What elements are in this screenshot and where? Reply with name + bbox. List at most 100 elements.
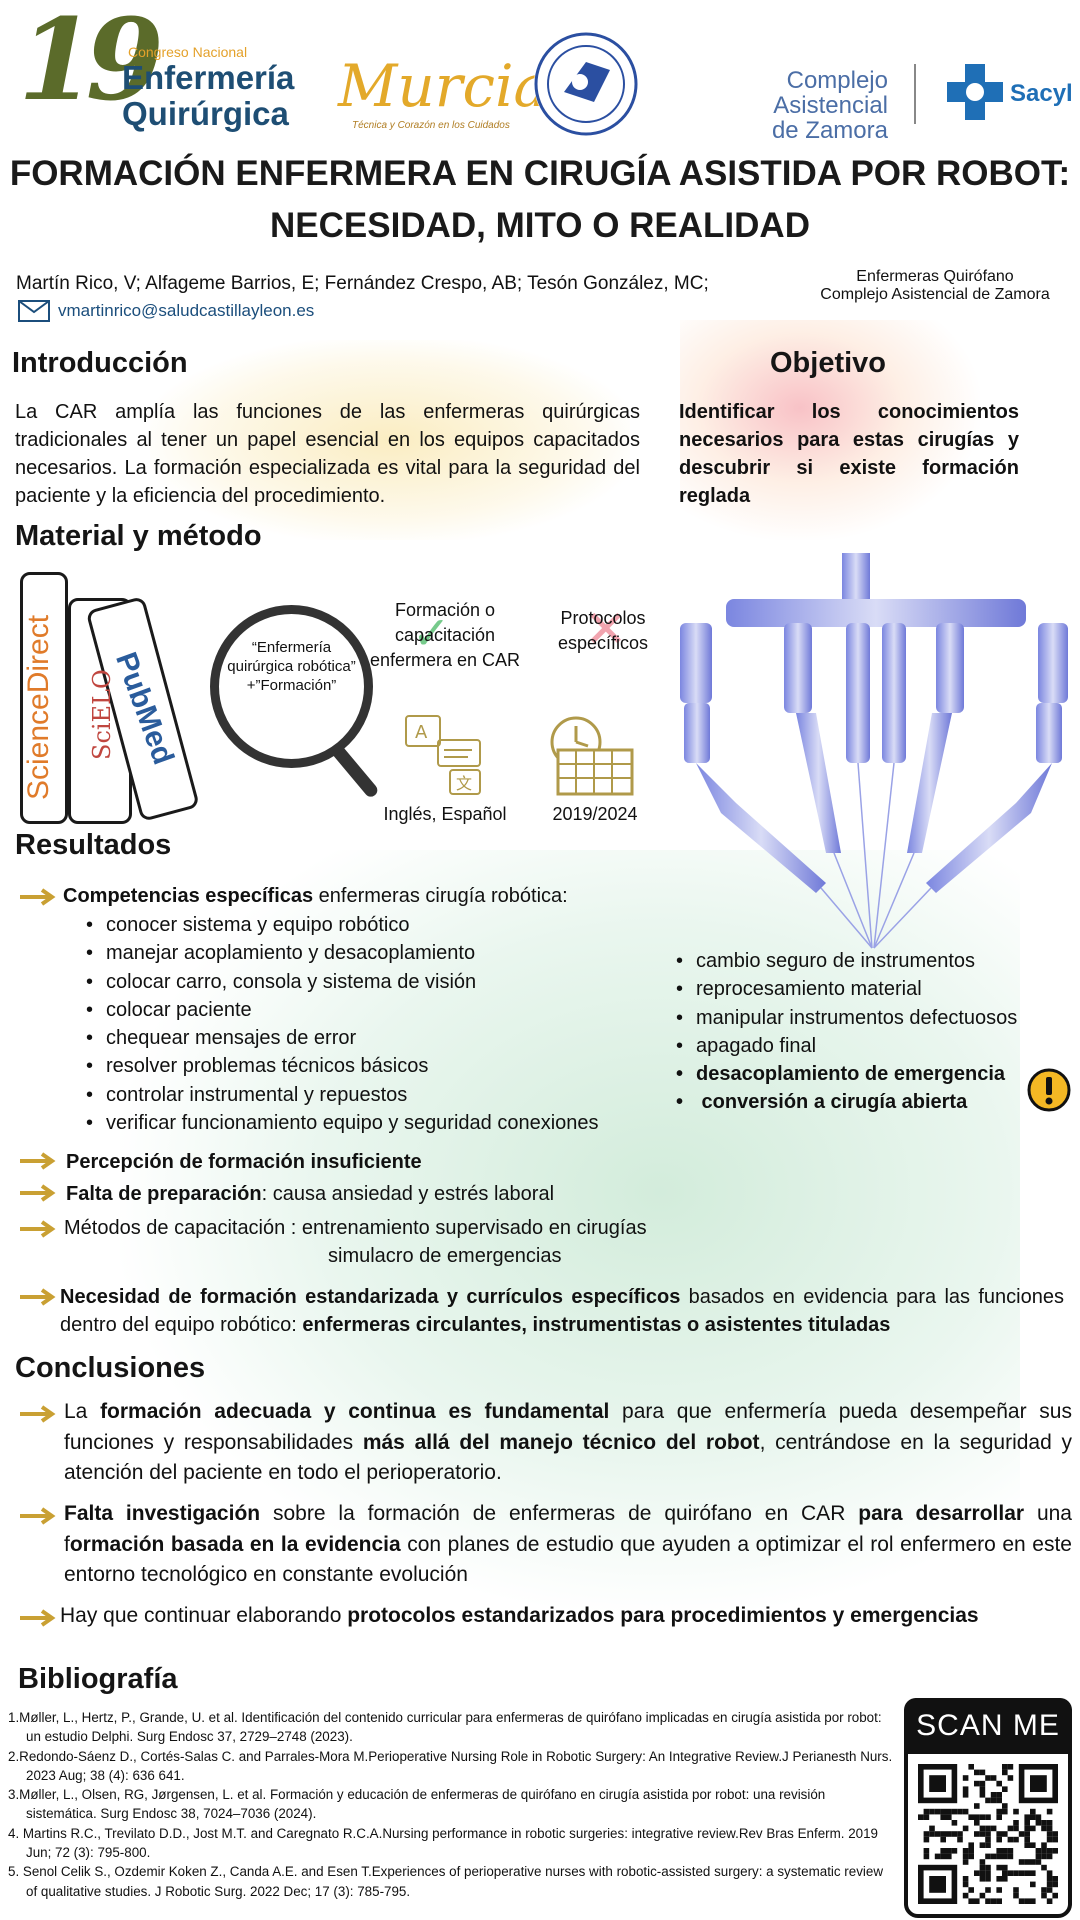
c3-a: Hay que continuar elaborando <box>60 1604 348 1627</box>
warning-icon <box>1027 1068 1071 1112</box>
c1-c: para que enfermería pueda desempeñar sus… <box>64 1400 1072 1454</box>
arrow-icon <box>20 1288 56 1306</box>
c2-a: Falta investigación <box>64 1502 261 1525</box>
c1-d: más allá del manejo técnico del robot <box>362 1430 760 1454</box>
methods-line1: Métodos de capacitación : entrenamiento … <box>64 1217 647 1239</box>
arrow-icon <box>20 1220 56 1238</box>
association-seal-logo <box>534 32 638 136</box>
lack-bold: Falta de preparación <box>66 1183 262 1205</box>
c1-a: La <box>64 1400 101 1423</box>
mail-icon <box>18 300 50 322</box>
competency-item: verificar funcionamiento equipo y seguri… <box>86 1109 686 1137</box>
bibliography-item: 1.Møller, L., Hertz, P., Grande, U. et a… <box>8 1710 882 1745</box>
calendar-icon <box>550 716 634 796</box>
qr-label: SCAN ME <box>904 1698 1072 1754</box>
standardization-need: Necesidad de formación estandarizada y c… <box>60 1283 1064 1339</box>
book-sciencedirect <box>20 572 68 824</box>
robot-illustration <box>680 553 1068 949</box>
congress-logo-line1: Enfermería <box>122 59 295 96</box>
conclusion-2: Falta investigación sobre la formación d… <box>64 1499 1072 1591</box>
c2-f: con planes de estudio que ayuden a optim… <box>64 1532 1072 1587</box>
competencies-line: Competencias específicas enfermeras ciru… <box>63 884 568 908</box>
arrow-icon <box>20 1405 56 1423</box>
competency-item: controlar instrumental y repuestos <box>86 1081 686 1109</box>
congress-logo-title: Enfermería Quirúrgica <box>122 60 294 132</box>
conclusion-3: Hay que continuar elaborando protocolos … <box>60 1601 1068 1632</box>
c2-d: una f <box>64 1502 1072 1556</box>
bibliography-heading: Bibliografía <box>18 1663 178 1695</box>
sacyl-cross-icon <box>947 64 1003 120</box>
need-bold1: Necesidad de formación estandarizada y c… <box>60 1286 681 1308</box>
inclusion-criteria: Formación o capacitación enfermera en CA… <box>369 600 521 670</box>
competency-item: cambio seguro de instrumentos <box>676 947 1076 975</box>
complejo-line1: Complejo Asistencial <box>773 67 888 119</box>
c3-b: protocolos estandarizados para procedimi… <box>347 1604 979 1627</box>
lack-line: Falta de preparación: causa ansiedad y e… <box>66 1182 554 1206</box>
intro-heading: Introducción <box>12 347 188 379</box>
critical-competency-item: desacoplamiento de emergencia <box>676 1060 1076 1088</box>
need-bold2: enfermeras circulantes, instrumentistas … <box>302 1314 891 1336</box>
title-line1: FORMACIÓN ENFERMERA EN CIRUGÍA ASISTIDA … <box>9 154 1071 193</box>
lack-rest: : causa ansiedad y estrés laboral <box>261 1183 555 1205</box>
watercolor-pink <box>680 320 980 540</box>
logo-divider <box>914 64 916 124</box>
cross-icon: ✕ <box>584 601 628 659</box>
c1-b: formación adecuada y continua es fundame… <box>100 1400 610 1423</box>
methods-line2: simulacro de emergencias <box>328 1245 562 1267</box>
intro-text: La CAR amplía las funciones de las enfer… <box>15 401 640 507</box>
congress-logo-line2: Quirúrgica <box>122 95 289 132</box>
objective-heading: Objetivo <box>770 347 887 379</box>
c2-e: ormación basada en la evidencia <box>69 1532 401 1556</box>
magnifier-icon <box>210 605 373 768</box>
competency-item: apagado final <box>676 1032 1076 1060</box>
poster-title: FORMACIÓN ENFERMERA EN CIRUGÍA ASISTIDA … <box>0 148 1080 252</box>
c2-c: para desarrollar <box>858 1502 1025 1525</box>
arrow-icon <box>20 1609 56 1627</box>
competencies-bold: Competencias específicas <box>63 885 314 907</box>
years: 2019/2024 <box>552 804 638 824</box>
need-rest1: basados en evidencia para las funciones … <box>60 1286 1064 1336</box>
svg-text:文: 文 <box>456 774 472 793</box>
congress-logo-number: 19 <box>18 0 164 126</box>
affiliation-line1: Enfermeras Quirófano <box>856 268 1014 285</box>
email-link[interactable]: vmartinrico@saludcastillayleon.es <box>58 301 315 320</box>
competency-item: resolver problemas técnicos básicos <box>86 1052 686 1080</box>
affiliation: Enfermeras Quirófano Complejo Asistencia… <box>790 268 1080 304</box>
check-icon: ✓ <box>412 607 451 659</box>
murcia-tagline: Técnica y Corazón en los Cuidados <box>352 120 510 131</box>
competency-item: reprocesamiento material <box>676 975 1076 1003</box>
scielo-label: SciELO <box>88 669 116 760</box>
competency-item: manejar acoplamiento y desacoplamiento <box>86 939 686 967</box>
bibliography-item: 2.Redondo-Sáenz D., Cortés-Salas C. and … <box>8 1748 893 1783</box>
search-terms: “Enfermería quirúrgica robótica” +”Forma… <box>227 639 356 694</box>
competency-item: colocar carro, consola y sistema de visi… <box>86 968 686 996</box>
qr-code[interactable] <box>918 1764 1058 1904</box>
murcia-logo: Murcia <box>338 52 549 120</box>
exclusion-criteria: Protocolos específicos <box>557 608 649 653</box>
watercolor-yellow <box>150 340 630 540</box>
conclusion-1: La formación adecuada y continua es fund… <box>64 1397 1072 1489</box>
arrow-icon <box>20 888 56 906</box>
affiliation-line2: Complejo Asistencial de Zamora <box>820 286 1050 303</box>
congress-logo-small: Congreso Nacional <box>128 44 248 60</box>
sciencedirect-label: ScienceDirect <box>22 614 55 800</box>
conclusions-heading: Conclusiones <box>15 1352 206 1384</box>
sacyl-logo: Sacyl <box>1010 80 1073 107</box>
objective-text: Identificar los conocimientos necesarios… <box>679 401 1019 507</box>
competency-item: chequear mensajes de error <box>86 1024 686 1052</box>
competency-item: conocer sistema y equipo robótico <box>86 911 686 939</box>
bibliography-item: 3.Møller, L., Olsen, RG, Jørgensen, L. e… <box>8 1787 826 1822</box>
complejo-line2: de Zamora <box>771 117 888 144</box>
arrow-icon <box>20 1184 56 1202</box>
results-heading: Resultados <box>15 829 172 861</box>
competencies-rest: enfermeras cirugía robótica: <box>313 885 568 907</box>
title-line2: NECESIDAD, MITO O REALIDAD <box>270 206 810 245</box>
method-heading: Material y método <box>15 520 262 552</box>
competencies-list-left: conocer sistema y equipo robóticomanejar… <box>86 911 686 1137</box>
bibliography-item: 4. Martins R.C., Trevilato D.D., Jost M.… <box>8 1825 878 1861</box>
competencies-list-right: cambio seguro de instrumentosreprocesami… <box>676 947 1076 1117</box>
complejo-logo: Complejo Asistencial de Zamora <box>668 68 888 143</box>
bibliography-list: 1.Møller, L., Hertz, P., Grande, U. et a… <box>8 1708 894 1901</box>
translate-icon: A 文 <box>405 715 481 795</box>
arrow-icon <box>20 1152 56 1170</box>
